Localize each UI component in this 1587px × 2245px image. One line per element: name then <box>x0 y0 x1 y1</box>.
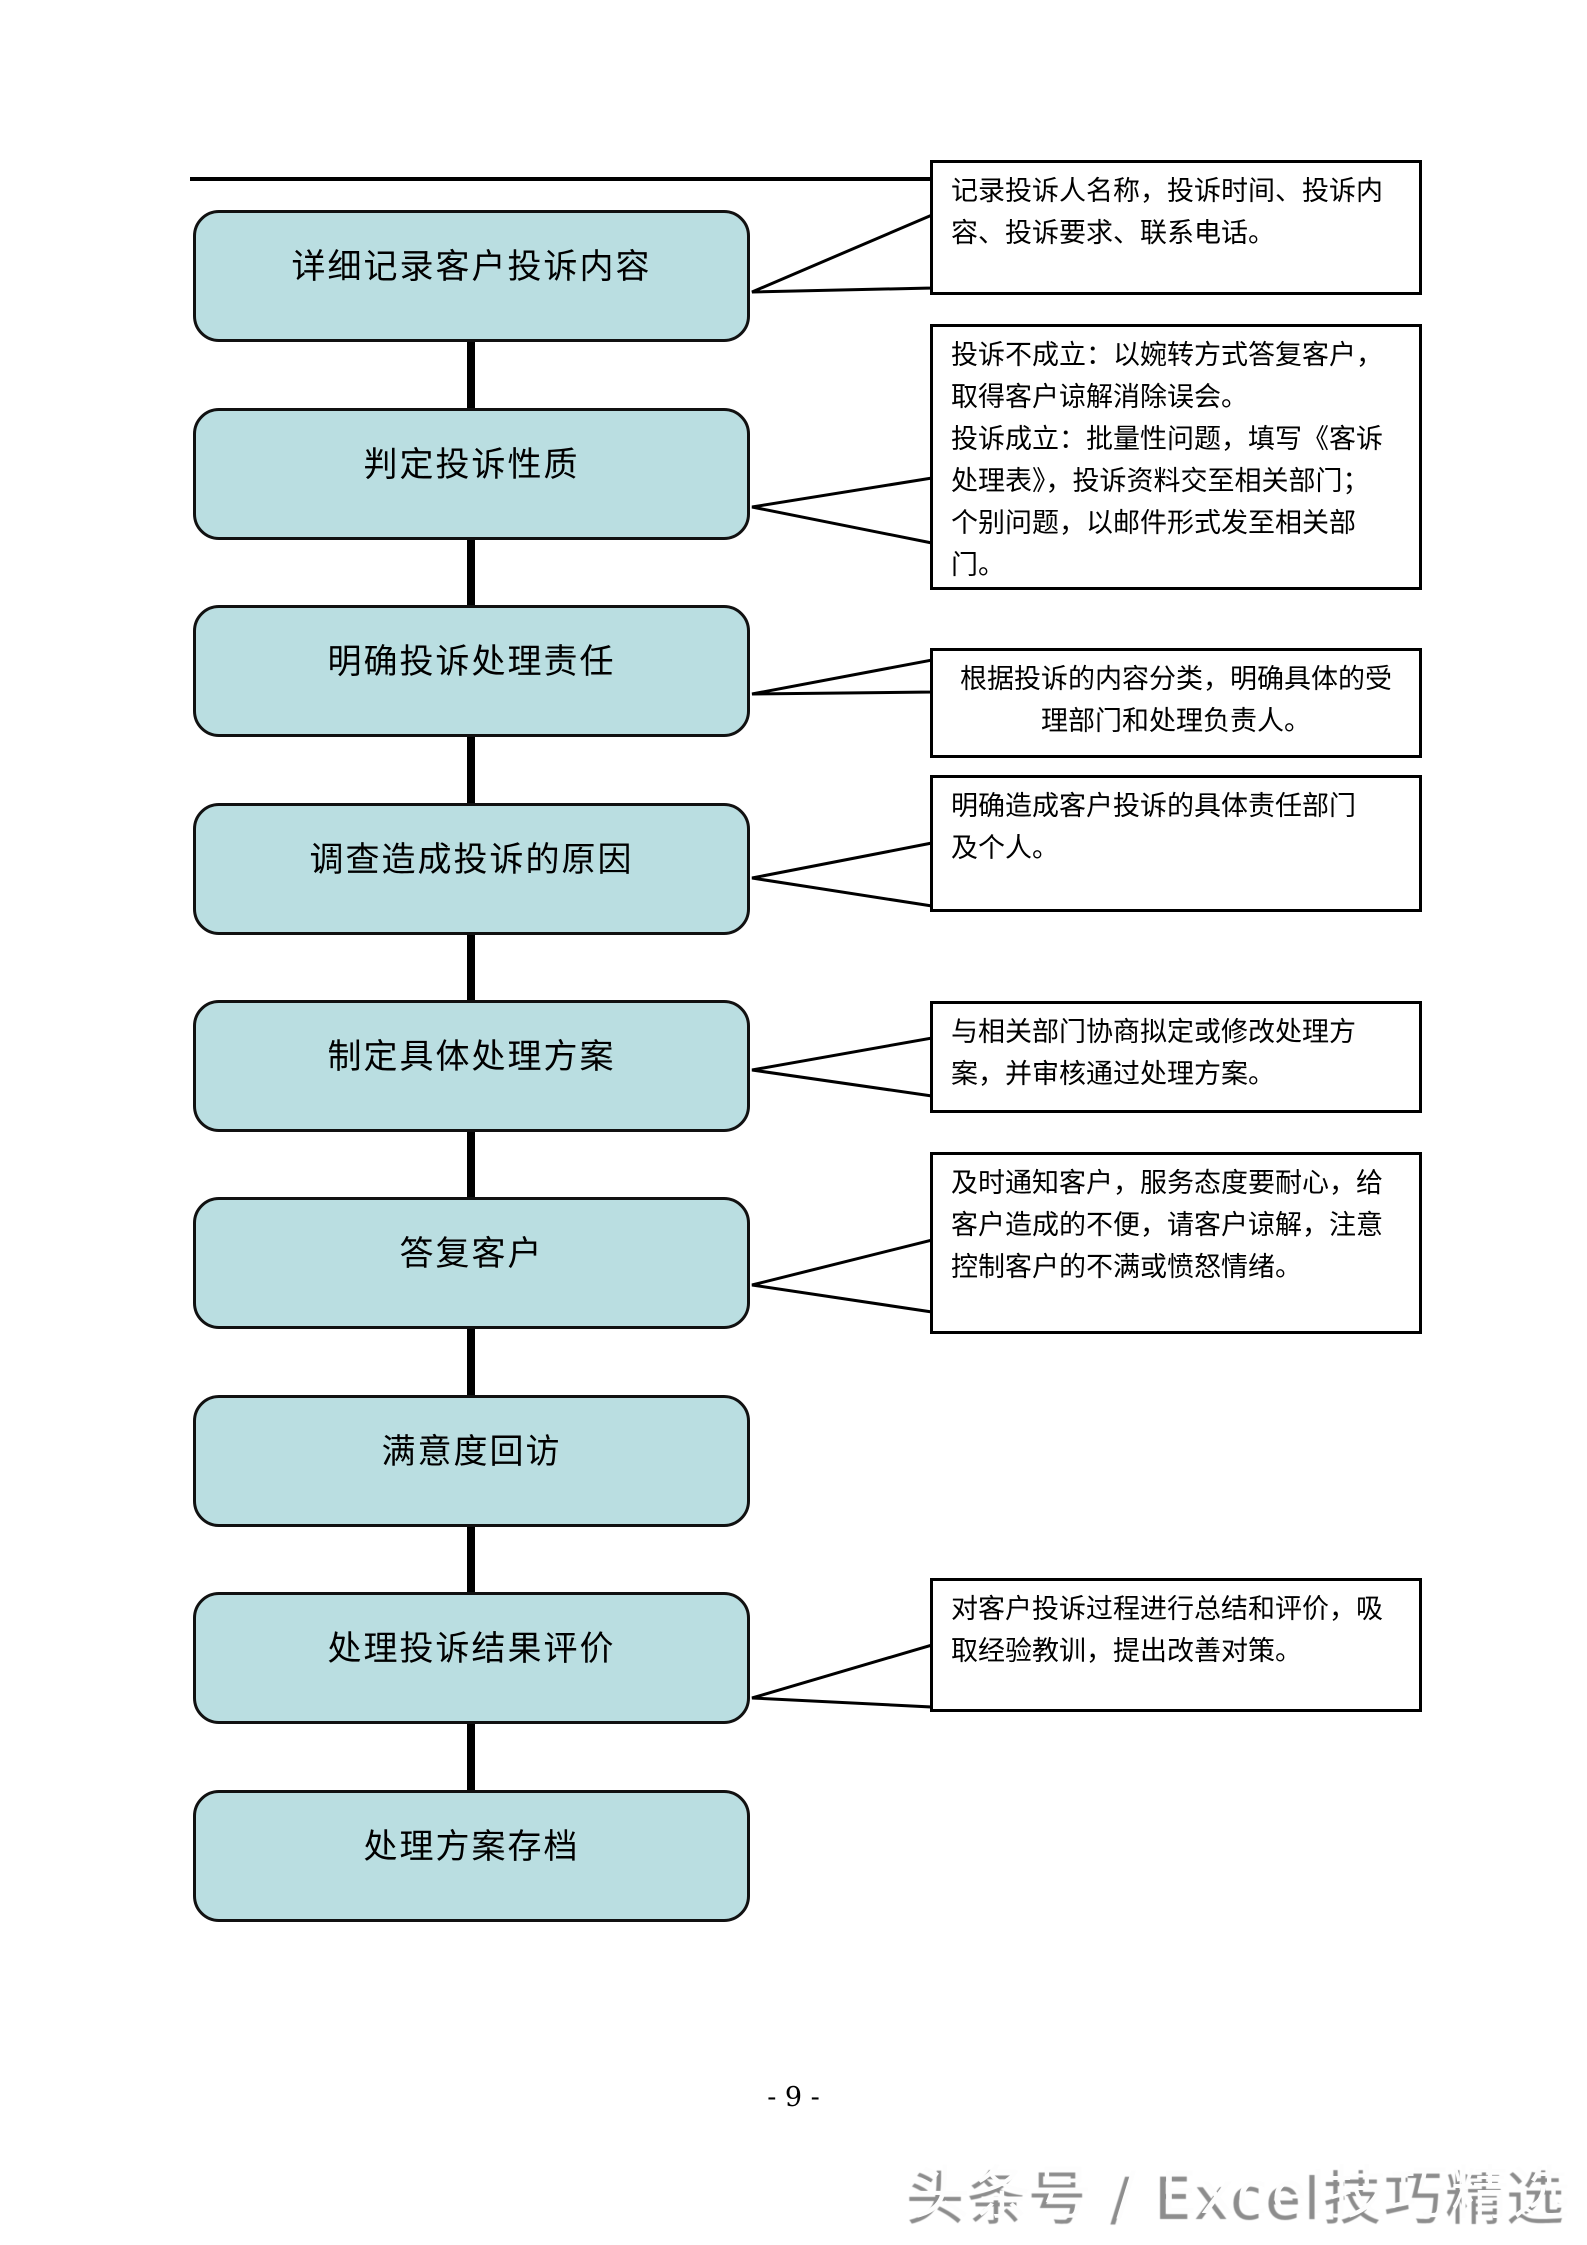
header-rule <box>190 177 932 181</box>
flow-step-reply-customer: 答复客户 <box>193 1197 750 1329</box>
flow-step-result-evaluation: 处理投诉结果评价 <box>193 1592 750 1724</box>
flow-step-label: 详细记录客户投诉内容 <box>291 247 652 287</box>
callout-note-reply: 及时通知客户，服务态度要耐心，给 客户造成的不便，请客户谅解，注意 控制客户的不… <box>930 1152 1422 1334</box>
callout-pointer <box>751 658 934 696</box>
callout-text: 投诉不成立：以婉转方式答复客户， 取得客户谅解消除误会。 投诉成立：批量性问题，… <box>951 340 1383 581</box>
flow-step-clarify-duty: 明确投诉处理责任 <box>193 605 750 737</box>
callout-pointer <box>751 476 934 545</box>
flow-step-investigate-cause: 调查造成投诉的原因 <box>193 803 750 935</box>
callout-pointers <box>751 212 934 1709</box>
flow-step-label: 处理方案存档 <box>363 1827 580 1867</box>
callout-text: 及时通知客户，服务态度要耐心，给 客户造成的不便，请客户谅解，注意 控制客户的不… <box>951 1168 1383 1283</box>
flow-step-archive-plan: 处理方案存档 <box>193 1790 750 1922</box>
flow-step-judge-nature: 判定投诉性质 <box>193 408 750 540</box>
flow-step-label: 明确投诉处理责任 <box>327 642 616 682</box>
callout-text: 明确造成客户投诉的具体责任部门 及个人。 <box>951 791 1356 864</box>
watermark: 头条号 / Excel技巧精选 <box>911 2159 1573 2227</box>
flow-step-label: 调查造成投诉的原因 <box>309 840 634 880</box>
callout-note-evaluation: 对客户投诉过程进行总结和评价，吸 取经验教训，提出改善对策。 <box>930 1578 1422 1712</box>
callout-note-record: 记录投诉人名称，投诉时间、投诉内 容、投诉要求、联系电话。 <box>930 160 1422 295</box>
callout-pointer <box>751 212 934 294</box>
callout-text: 对客户投诉过程进行总结和评价，吸 取经验教训，提出改善对策。 <box>951 1594 1383 1667</box>
page-number: - 9 - <box>767 2082 820 2113</box>
callout-pointer <box>751 1238 934 1314</box>
flow-step-satisfaction-visit: 满意度回访 <box>193 1395 750 1527</box>
callout-note-plan: 与相关部门协商拟定或修改处理方 案，并审核通过处理方案。 <box>930 1001 1422 1113</box>
callout-note-judge: 投诉不成立：以婉转方式答复客户， 取得客户谅解消除误会。 投诉成立：批量性问题，… <box>930 324 1422 590</box>
flow-step-label: 判定投诉性质 <box>363 445 580 485</box>
callout-text: 与相关部门协商拟定或修改处理方 案，并审核通过处理方案。 <box>951 1017 1356 1090</box>
flow-step-label: 答复客户 <box>399 1234 544 1274</box>
flow-step-label: 处理投诉结果评价 <box>327 1629 616 1669</box>
flow-step-label: 满意度回访 <box>381 1432 562 1472</box>
callout-pointer <box>751 1642 934 1709</box>
callout-text: 记录投诉人名称，投诉时间、投诉内 容、投诉要求、联系电话。 <box>951 176 1383 249</box>
flow-step-label: 制定具体处理方案 <box>327 1037 616 1077</box>
callout-pointer <box>751 1036 934 1098</box>
callout-text: 根据投诉的内容分类，明确具体的受 理部门和处理负责人。 <box>960 664 1392 737</box>
callout-note-cause: 明确造成客户投诉的具体责任部门 及个人。 <box>930 775 1422 912</box>
flow-step-record-complaint: 详细记录客户投诉内容 <box>193 210 750 342</box>
callout-pointer <box>751 841 934 908</box>
flow-step-make-plan: 制定具体处理方案 <box>193 1000 750 1132</box>
callout-note-duty: 根据投诉的内容分类，明确具体的受 理部门和处理负责人。 <box>930 648 1422 758</box>
